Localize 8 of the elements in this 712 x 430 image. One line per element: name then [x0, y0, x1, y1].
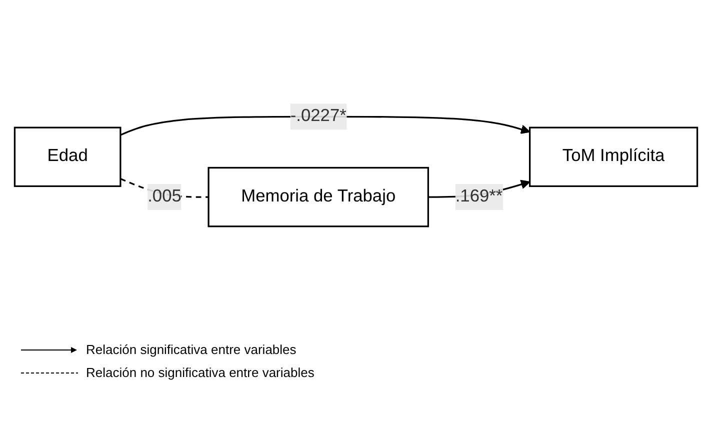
- edge-label: .005: [148, 187, 182, 206]
- legend-text: Relación significativa entre variables: [86, 342, 296, 357]
- legend-text: Relación no significativa entre variables: [86, 365, 314, 380]
- node-box: Memoria de Trabajo: [208, 166, 429, 228]
- node-box: Edad: [14, 126, 122, 187]
- edge-label: -.0227*: [290, 106, 346, 126]
- edge-label: .169**: [455, 187, 503, 206]
- node-box: ToM Implícita: [528, 126, 698, 187]
